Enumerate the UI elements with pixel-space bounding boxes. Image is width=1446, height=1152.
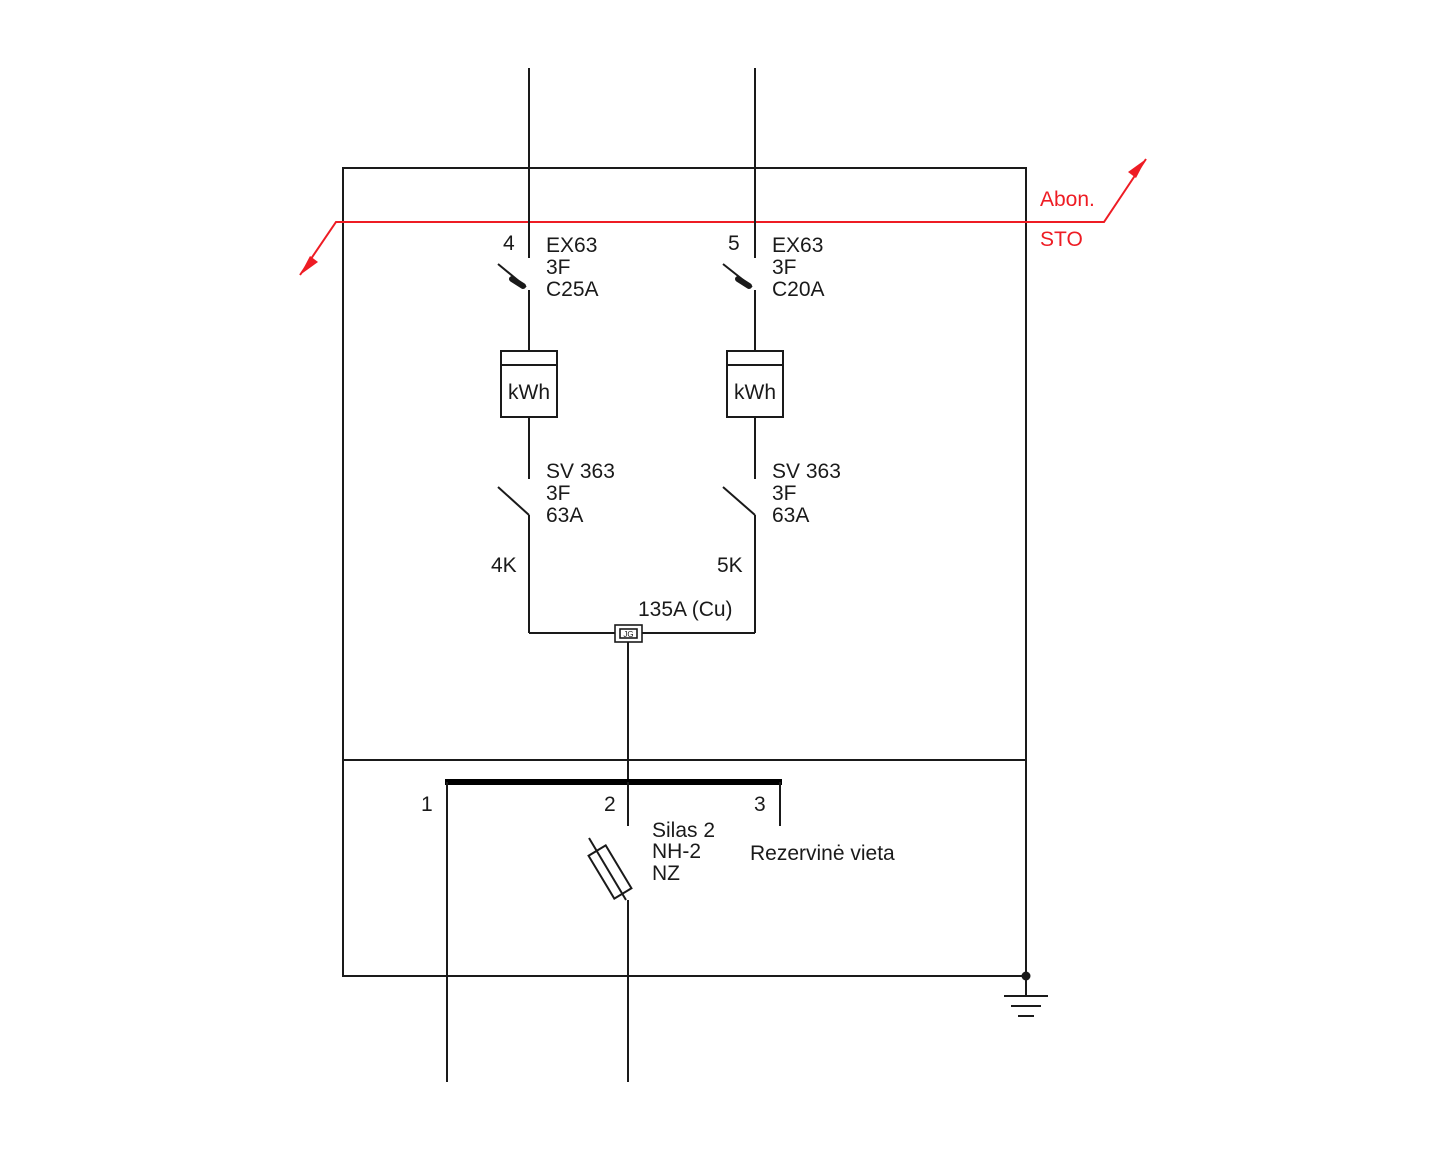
ground-icon <box>1004 971 1048 1017</box>
switch-label: SV 363 <box>546 460 615 483</box>
feeder-b: 5 EX63 3F C20A kWh SV 363 3F 63A 5K <box>717 68 841 633</box>
energy-meter-icon: kWh <box>500 350 558 418</box>
ownership-boundary: Abon. STO <box>299 158 1147 276</box>
energy-meter-icon: kWh <box>726 350 784 418</box>
output-label: Silas 2 <box>652 819 715 842</box>
switch-label: 3F <box>546 482 571 505</box>
breaker-label: EX63 <box>546 234 597 257</box>
switch-label: SV 363 <box>772 460 841 483</box>
breaker-label: C25A <box>546 278 599 301</box>
switch-label: 63A <box>772 504 809 527</box>
lower-panel <box>342 759 1027 977</box>
breaker-number: 4 <box>503 232 515 255</box>
boundary-arrow-left-icon <box>300 256 318 275</box>
switch-icon <box>497 486 530 516</box>
meter-label: kWh <box>734 381 776 404</box>
boundary-upper-label: Abon. <box>1040 188 1095 211</box>
output-number: 1 <box>421 793 433 816</box>
output-2: 2 Silas 2 NH-2 NZ <box>587 782 715 1082</box>
output-label: Rezervinė vieta <box>750 842 895 865</box>
junction: JG 135A (Cu) <box>529 598 755 782</box>
busbar: 1 2 Silas 2 NH-2 NZ 3 Rezervinė vieta <box>421 779 895 1082</box>
upper-panel <box>342 167 1027 761</box>
junction-box-label: JG <box>623 630 633 639</box>
boundary-lower-label: STO <box>1040 228 1083 251</box>
feeder-a: 4 EX63 3F C25A kWh SV 363 3F 63A 4K <box>491 68 615 633</box>
fuse-switch-icon <box>587 837 633 901</box>
breaker-label: 3F <box>772 256 797 279</box>
breaker-label: EX63 <box>772 234 823 257</box>
cable-label: 5K <box>717 554 743 577</box>
junction-rating: 135A (Cu) <box>638 598 733 621</box>
output-number: 3 <box>754 793 766 816</box>
cable-label: 4K <box>491 554 517 577</box>
switch-icon <box>722 486 756 516</box>
output-3: 3 Rezervinė vieta <box>750 782 895 865</box>
breaker-label: 3F <box>546 256 571 279</box>
breaker-icon <box>497 263 527 289</box>
breaker-icon <box>722 263 753 289</box>
meter-label: kWh <box>508 381 550 404</box>
output-1: 1 <box>421 782 448 1082</box>
switch-label: 63A <box>546 504 583 527</box>
breaker-number: 5 <box>728 232 740 255</box>
breaker-label: C20A <box>772 278 825 301</box>
output-number: 2 <box>604 793 616 816</box>
output-label: NZ <box>652 862 680 885</box>
enclosure <box>342 167 1027 977</box>
output-label: NH-2 <box>652 840 701 863</box>
boundary-arrow-right-icon <box>1128 159 1146 178</box>
switch-label: 3F <box>772 482 797 505</box>
